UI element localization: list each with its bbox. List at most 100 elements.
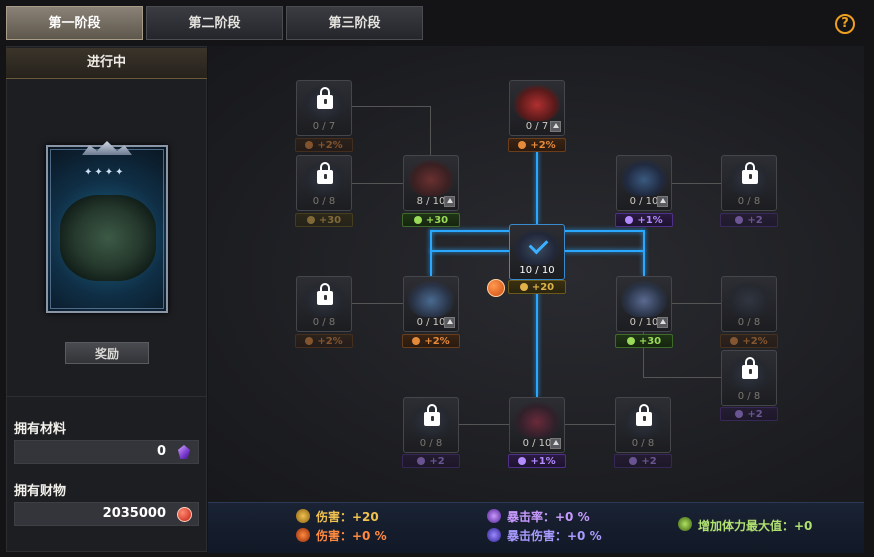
active-link [430,230,432,276]
node-bonus: +30 [295,213,353,227]
upgrade-icon[interactable] [444,317,455,328]
skill-node[interactable]: 0 / 8 [296,276,352,332]
upgrade-icon[interactable] [444,196,455,207]
plus-icon [413,216,422,224]
stat-crit-damage: 暴击伤害：+0 % [507,529,602,543]
skill-node[interactable]: 0 / 10 [509,397,565,453]
skill-node[interactable]: 0 / 8 [296,155,352,211]
tab-stage-2[interactable]: 第二阶段 [146,6,283,40]
node-count: 0 / 8 [737,391,761,402]
connector [564,424,615,425]
node-bonus: +30 [615,334,673,348]
skill-node[interactable]: 0 / 10 [616,155,672,211]
node-bonus: +2 [402,454,460,468]
connector [671,183,721,184]
tab-stage-3[interactable]: 第三阶段 [286,6,423,40]
node-bonus: +2 [720,213,778,227]
sword-icon [296,509,310,523]
connector [430,106,431,156]
skill-node[interactable]: 8 / 10 [403,155,459,211]
skill-node[interactable]: 0 / 8 [721,155,777,211]
fire-icon [518,141,527,149]
skill-node[interactable]: 0 / 7 [509,80,565,136]
active-link [430,250,510,252]
skill-node[interactable]: 0 / 8 [721,276,777,332]
gem-icon [178,445,190,459]
lock-icon [742,357,758,379]
upgrade-icon[interactable] [657,317,668,328]
plus-icon [626,337,635,345]
mech-art [514,229,560,265]
upgrade-icon[interactable] [550,438,561,449]
lock-icon [636,404,652,426]
node-bonus: +2% [720,334,778,348]
stat-max-stamina: 增加体力最大值：+0 [698,519,813,533]
card-stars: ✦✦✦✦ [84,167,126,178]
lock-icon [742,162,758,184]
node-bonus: +20 [508,280,566,294]
reward-button[interactable]: 奖励 [65,342,149,364]
node-bonus: +2 [720,407,778,421]
bonus-value: +2 [747,409,763,420]
fire-icon [305,141,314,149]
crit-damage-icon [487,528,501,542]
lock-icon [424,404,440,426]
help-icon[interactable]: ? [835,14,855,34]
node-count: 8 / 10 [416,196,446,207]
crit-icon [735,410,744,418]
tab-stage-1[interactable]: 第一阶段 [6,6,143,40]
bonus-value: +2 [747,215,763,226]
active-link [536,151,538,224]
mech-portrait [60,195,156,281]
bonus-value: +2 [641,456,657,467]
skill-node[interactable]: 0 / 8 [721,350,777,406]
node-bonus: +2% [295,138,353,152]
node-count: 0 / 8 [312,317,336,328]
fire-icon [305,337,314,345]
node-bonus: +2% [508,138,566,152]
sword-icon [306,216,315,224]
node-count: 0 / 8 [737,317,761,328]
connector [643,377,721,378]
wealth-label: 拥有财物 [14,484,67,499]
crit-rate-icon [487,509,501,523]
coin-icon [177,507,192,522]
skill-node[interactable]: 0 / 7 [296,80,352,136]
skill-node-center[interactable]: 10 / 10 [509,224,565,280]
mech-art [621,281,667,317]
stage-status: 进行中 [6,48,207,79]
bonus-value: +1% [530,456,556,467]
skill-node[interactable]: 0 / 10 [403,276,459,332]
lock-icon [317,162,333,184]
bonus-value: +2% [530,140,556,151]
node-bonus: +2% [295,334,353,348]
stat-damage-pct: 伤害：+0 % [316,529,387,543]
mech-art [408,281,454,317]
mech-art [621,160,667,196]
stats-bar [208,502,864,553]
bonus-value: +2% [317,336,343,347]
node-count: 0 / 7 [525,121,549,132]
node-bonus: +30 [402,213,460,227]
upgrade-icon[interactable] [657,196,668,207]
connector [459,424,510,425]
node-count: 0 / 8 [312,196,336,207]
crit-icon [735,216,744,224]
stat-damage: 伤害：+20 [316,510,379,524]
node-count: 0 / 8 [631,438,655,449]
node-bonus: +1% [615,213,673,227]
wealth-value: 2035000 [14,502,199,526]
skill-node[interactable]: 0 / 8 [615,397,671,453]
reward-card[interactable]: ✦✦✦✦ [46,141,168,313]
lock-icon [317,283,333,305]
skill-node[interactable]: 0 / 10 [616,276,672,332]
skill-node[interactable]: 0 / 8 [403,397,459,453]
divider [6,396,207,397]
bonus-value: +30 [425,215,449,226]
upgrade-icon[interactable] [550,121,561,132]
lock-icon [317,87,333,109]
sword-icon [519,283,528,291]
crit-icon [417,457,426,465]
materials-label: 拥有材料 [14,422,67,437]
reset-icon[interactable] [487,279,505,297]
